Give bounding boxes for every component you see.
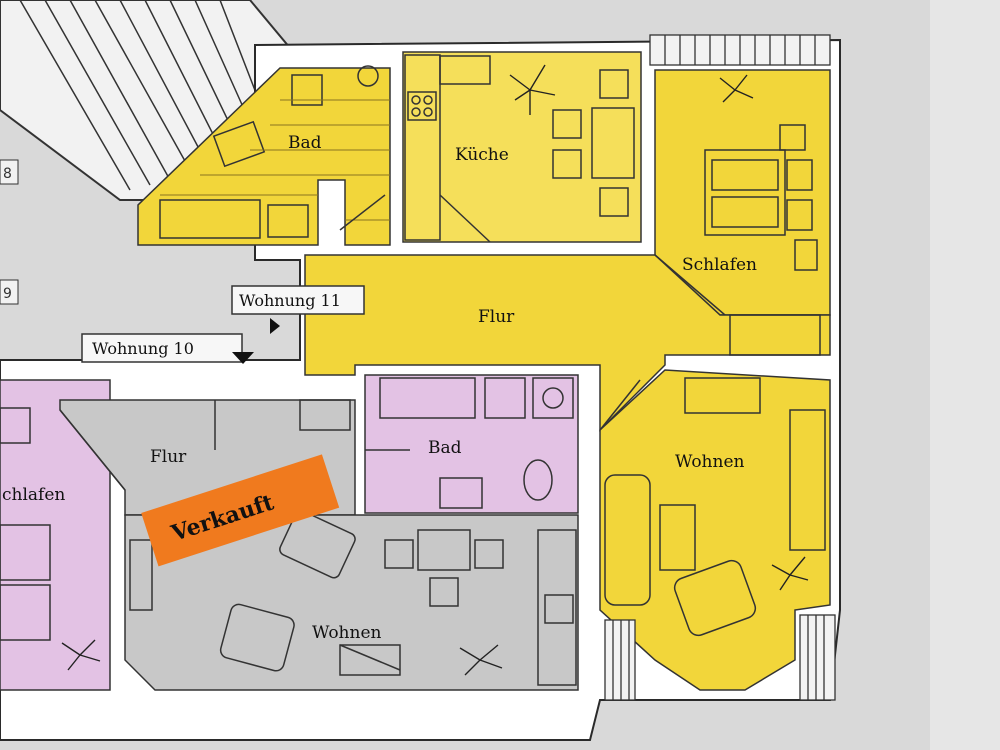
room-flur-11 — [304, 254, 831, 432]
room-label-flur-11: Flur — [478, 307, 515, 327]
balcony-top-right — [649, 34, 831, 66]
room-label-bad-11: Bad — [288, 133, 322, 153]
balcony-bottom-right — [604, 614, 836, 701]
room-wohnen-10 — [124, 514, 579, 691]
paper-margin — [930, 0, 1000, 750]
svg-text:8: 8 — [3, 166, 12, 182]
plant-icon — [61, 64, 809, 676]
bad-11-fixtures — [159, 65, 390, 239]
kueche-fixtures — [404, 54, 635, 241]
room-label-schlafen-10: chlafen — [2, 485, 65, 505]
room-bad-10 — [364, 374, 579, 514]
unit-11-arrow-icon — [270, 318, 280, 334]
room-label-wohnen-11: Wohnen — [675, 452, 745, 472]
room-kueche — [402, 51, 642, 243]
wohnen-10-fixtures — [129, 509, 577, 686]
room-label-kueche: Küche — [455, 145, 509, 165]
wohnen-11-fixtures — [604, 377, 826, 637]
edge-marker-top: 8 — [0, 159, 19, 185]
unit-tag-10: Wohnung 10 — [81, 333, 254, 364]
room-wohnen-11 — [599, 369, 831, 691]
door-swings — [59, 194, 726, 671]
room-label-wohnen-10: Wohnen — [312, 623, 382, 643]
room-label-schlafen-11: Schlafen — [682, 255, 757, 275]
bad-10-fixtures — [379, 377, 574, 509]
unit-tag-11: Wohnung 11 — [231, 285, 365, 334]
schlafen-10-fixtures — [0, 399, 351, 641]
svg-text:Wohnung 11: Wohnung 11 — [239, 291, 341, 310]
room-schlafen-10 — [0, 379, 111, 691]
room-label-bad-10: Bad — [428, 438, 462, 458]
svg-text:Wohnung 10: Wohnung 10 — [92, 339, 194, 358]
schlafen-11-fixtures — [704, 124, 821, 356]
unit-10-arrow-icon — [232, 352, 254, 364]
sold-sticker: Verkauft — [141, 454, 340, 567]
svg-text:9: 9 — [3, 286, 12, 302]
edge-marker-middle: 9 — [0, 279, 19, 305]
room-label-flur-10: Flur — [150, 447, 187, 467]
